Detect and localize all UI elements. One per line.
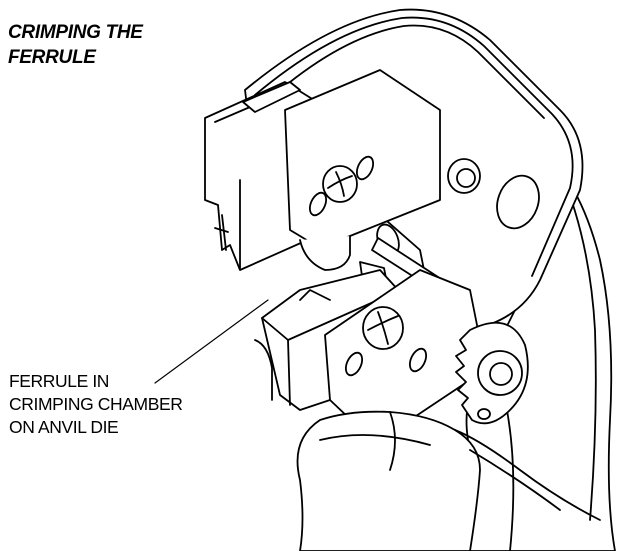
ratchet-gear (456, 323, 528, 424)
upper-die (285, 70, 440, 270)
callout-label: FERRULE IN CRIMPING CHAMBER ON ANVIL DIE (9, 370, 183, 439)
title-line-2: FERRULE (8, 47, 96, 68)
hand (298, 412, 601, 551)
callout-line-3: ON ANVIL DIE (9, 417, 119, 437)
callout-leader-line (155, 300, 268, 383)
title-line-1: CRIMPING THE (8, 22, 143, 43)
callout-line-2: CRIMPING CHAMBER (9, 394, 183, 414)
callout-line-1: FERRULE IN (9, 371, 110, 391)
diagram-title: CRIMPING THE FERRULE (8, 20, 143, 70)
